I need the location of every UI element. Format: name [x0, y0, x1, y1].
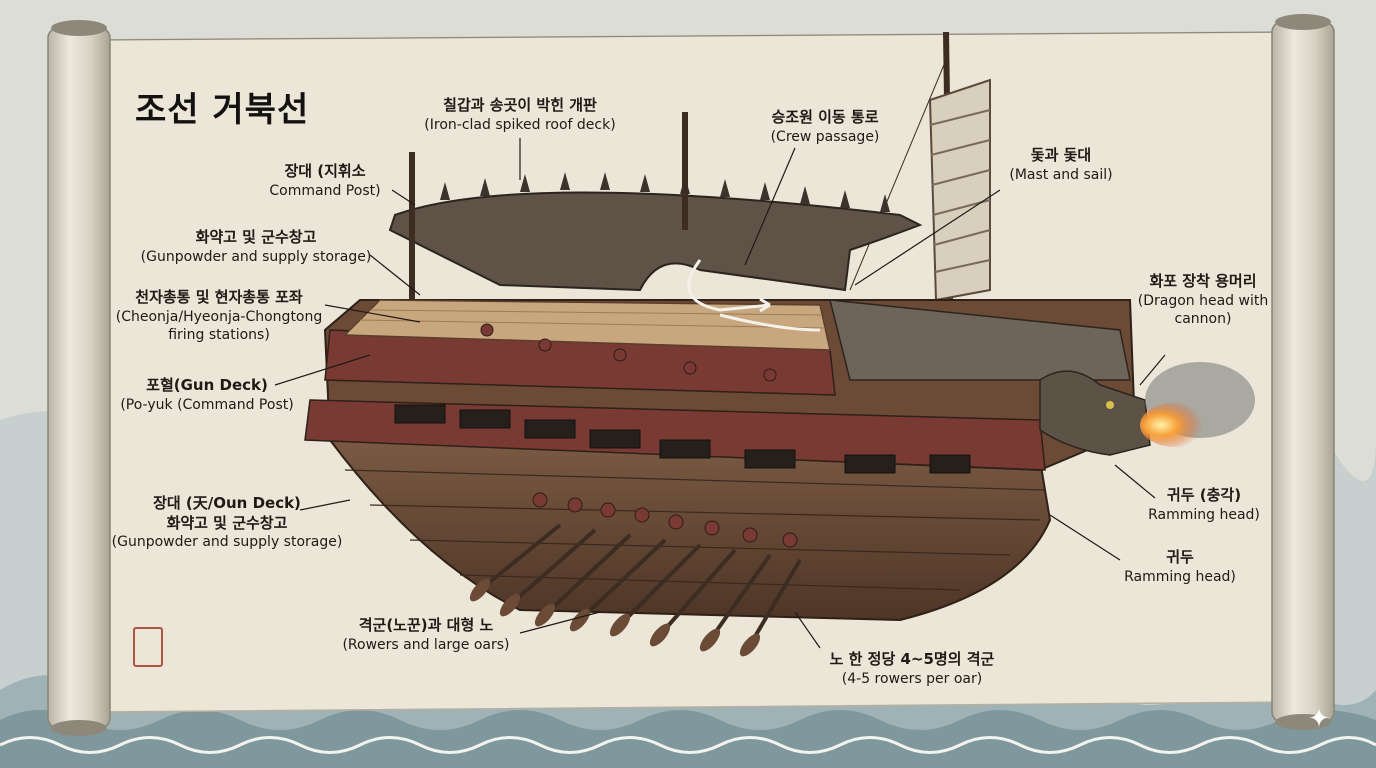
sparkle-icon: ✦	[1308, 704, 1330, 734]
label-storage: 화약고 및 군수창고 (Gunpowder and supply storage…	[130, 228, 382, 266]
label-ram2-ko: 귀두	[1166, 548, 1194, 566]
label-crew-passage: 승조원 이동 통로 (Crew passage)	[750, 108, 900, 146]
label-roof-deck-en: (Iron-clad spiked roof deck)	[424, 116, 616, 133]
label-ramming-head-1: 귀두 (충각) Ramming head)	[1136, 486, 1272, 524]
label-storage-en: (Gunpowder and supply storage)	[140, 248, 372, 265]
label-storage-ko: 화약고 및 군수창고	[195, 228, 317, 246]
label-rowers-ko: 격군(노꾼)과 대형 노	[358, 616, 494, 634]
label-mast-sail: 돛과 돛대 (Mast and sail)	[998, 146, 1124, 184]
label-command-post-en: Command Post)	[269, 182, 381, 199]
label-firing-stations: 천자총통 및 현자총통 포좌 (Cheonja/Hyeonja-Chongton…	[106, 288, 332, 344]
label-ram1-en: Ramming head)	[1148, 506, 1260, 523]
deck-crew	[480, 323, 777, 382]
left-scroll-roller	[47, 20, 111, 736]
oars	[478, 523, 802, 647]
label-firing-en: (Cheonja/Hyeonja-Chongtong	[115, 308, 323, 325]
label-ramming-head-2: 귀두 Ramming head)	[1112, 548, 1248, 586]
label-dragon-head: 화포 장착 용머리 (Dragon head with cannon)	[1128, 272, 1278, 328]
mast-and-sail	[849, 31, 991, 302]
label-roof-deck-ko: 칠갑과 송곳이 박힌 개판	[443, 96, 597, 114]
label-gun-deck: 포혈(Gun Deck) (Po-yuk (Command Post)	[112, 376, 302, 414]
page-title: 조선 거북선	[135, 90, 310, 130]
label-roof-deck: 칠갑과 송곳이 박힌 개판 (Iron-clad spiked roof dec…	[420, 96, 620, 134]
label-mast-sail-ko: 돛과 돛대	[1030, 146, 1092, 164]
label-per-oar-ko: 노 한 정당 4~5명의 격군	[829, 650, 995, 668]
label-firing-en2: firing stations)	[168, 326, 270, 343]
label-gun-deck-ko: 포혈(Gun Deck)	[146, 376, 268, 394]
deck-posts	[409, 112, 688, 300]
crew-passage-arrows	[687, 259, 821, 332]
upper-deck	[343, 299, 831, 351]
dragon-head	[1039, 362, 1255, 456]
label-lower-deck-ko2: 화약고 및 군수창고	[166, 513, 288, 532]
label-lower-deck: 장대 (天/Oun Deck) 화약고 및 군수창고 (Gunpowder an…	[104, 494, 350, 551]
label-mast-sail-en: (Mast and sail)	[1009, 166, 1113, 183]
label-per-oar: 노 한 정당 4~5명의 격군 (4-5 rowers per oar)	[812, 650, 1012, 688]
label-rowers: 격군(노꾼)과 대형 노 (Rowers and large oars)	[336, 616, 516, 654]
label-gun-deck-en: (Po-yuk (Command Post)	[120, 396, 294, 413]
label-dragon-ko: 화포 장착 용머리	[1149, 272, 1257, 290]
label-command-post-ko: 장대 (지휘소	[284, 162, 366, 180]
label-lower-deck-en: (Gunpowder and supply storage)	[111, 534, 343, 550]
rowers	[532, 492, 798, 548]
leader-lines	[274, 138, 1166, 649]
label-command-post: 장대 (지휘소 Command Post)	[258, 162, 392, 200]
label-ram2-en: Ramming head)	[1124, 568, 1236, 585]
label-firing-ko: 천자총통 및 현자총통 포좌	[135, 288, 303, 306]
label-lower-deck-ko: 장대 (天/Oun Deck)	[153, 494, 301, 512]
label-crew-passage-en: (Crew passage)	[770, 128, 880, 145]
label-dragon-en: (Dragon head with	[1137, 292, 1269, 309]
right-scroll-roller	[1271, 14, 1335, 730]
label-rowers-en: (Rowers and large oars)	[342, 636, 510, 653]
red-seal-stamp	[133, 627, 163, 667]
oar-blades	[469, 578, 761, 657]
label-ram1-ko: 귀두 (충각)	[1166, 486, 1242, 504]
label-dragon-en2: cannon)	[1174, 310, 1232, 327]
label-per-oar-en: (4-5 rowers per oar)	[841, 670, 983, 687]
label-crew-passage-ko: 승조원 이동 통로	[771, 108, 879, 126]
spiked-roof-deck	[388, 172, 1131, 381]
